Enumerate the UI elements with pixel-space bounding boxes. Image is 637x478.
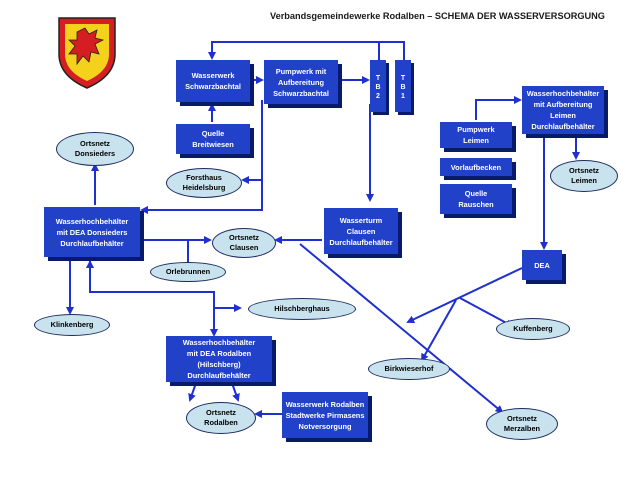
box-hb-leimen: Wasserhochbehälter mit Aufbereitung Leim… xyxy=(522,86,604,134)
box-label: Durchlaufbehälter xyxy=(60,238,124,248)
box-label: Pumpwerk mit xyxy=(275,66,327,76)
page-title: Verbandsgemeindewerke Rodalben – SCHEMA … xyxy=(270,11,605,21)
box-label: Rauschen xyxy=(458,200,494,209)
box-pumpwerk-leimen: Pumpwerk Leimen xyxy=(440,122,512,148)
oval-label: Ortsnetz xyxy=(507,414,537,423)
box-wasserwerk-schwarzbachtal: Wasserwerk Schwarzbachtal xyxy=(176,60,250,102)
box-label: Wasserwerk xyxy=(191,71,235,80)
oval-label: Ortsnetz xyxy=(206,408,236,417)
box-wasserturm-clausen: Wasserturm Clausen Durchlaufbehälter xyxy=(324,208,398,254)
oval-label: Heidelsburg xyxy=(182,183,226,192)
box-label: Leimen xyxy=(550,111,576,120)
oval-label: Kuffenberg xyxy=(513,324,553,333)
oval-label: Merzalben xyxy=(503,424,541,433)
box-hb-rodalben: Wasserhochbehälter mit DEA Rodalben (Hil… xyxy=(166,336,272,382)
oval-ortsnetz-rodalben: Ortsnetz Rodalben xyxy=(186,402,256,434)
box-vorlaufbecken: Vorlaufbecken xyxy=(440,158,512,176)
oval-label: Orlebrunnen xyxy=(165,267,211,276)
tb-label: T B 2 xyxy=(375,75,381,100)
box-label: Vorlaufbecken xyxy=(450,162,502,172)
tb-label: T B 1 xyxy=(400,75,406,100)
box-label: Quelle xyxy=(464,189,488,198)
box-label: mit Aufbereitung xyxy=(533,100,593,109)
box-label: Quelle xyxy=(201,129,225,138)
oval-ortsnetz-donsieders: Ortsnetz Donsieders xyxy=(56,132,134,166)
oval-kuffenberg: Kuffenberg xyxy=(496,318,570,340)
box-label: Wasserturm xyxy=(339,215,383,225)
box-quelle-breitwiesen: Quelle Breitwiesen xyxy=(176,124,250,154)
oval-label: Birkwieserhof xyxy=(384,364,434,373)
oval-orlebrunnen: Orlebrunnen xyxy=(150,262,226,282)
oval-label: Ortsnetz xyxy=(229,233,259,242)
oval-forsthaus-heidelsburg: Forsthaus Heidelsburg xyxy=(166,168,242,198)
oval-label: Ortsnetz xyxy=(80,139,110,148)
box-label: Stadtwerke Pirmasens xyxy=(285,410,365,420)
box-label: Breitwiesen xyxy=(192,140,234,149)
oval-label: Clausen xyxy=(229,243,259,252)
oval-hilschberghaus: Hilschberghaus xyxy=(248,298,356,320)
box-label: Pumpwerk xyxy=(457,125,495,134)
box-wasserwerk-rodalben: Wasserwerk Rodalben Stadtwerke Pirmasens… xyxy=(282,392,368,438)
oval-label: Hilschberghaus xyxy=(274,304,330,313)
box-label: Notversorgung xyxy=(298,421,352,431)
box-tb1: T B 1 xyxy=(395,60,411,112)
oval-ortsnetz-merzalben: Ortsnetz Merzalben xyxy=(486,408,558,440)
oval-label: Forsthaus xyxy=(186,173,222,182)
box-label: Wasserhochbehälter xyxy=(526,89,600,98)
box-quelle-rauschen: Quelle Rauschen xyxy=(440,184,512,214)
box-label: Durchlaufbehälter xyxy=(187,371,251,380)
box-label: Wasserhochbehälter xyxy=(55,216,129,226)
box-dea: DEA xyxy=(522,250,562,280)
box-pumpwerk-schwarzbachtal: Pumpwerk mit Aufbereitung Schwarzbachtal xyxy=(264,60,338,104)
coat-of-arms-icon xyxy=(58,17,116,89)
oval-klinkenberg: Klinkenberg xyxy=(34,314,110,336)
oval-label: Klinkenberg xyxy=(50,320,94,329)
box-hb-donsieders: Wasserhochbehälter mit DEA Donsieders Du… xyxy=(44,207,140,257)
oval-label: Rodalben xyxy=(204,418,238,427)
box-label: Aufbereitung xyxy=(278,77,324,87)
box-label: mit DEA Donsieders xyxy=(56,227,128,237)
box-label: DEA xyxy=(534,260,550,270)
box-label: Clausen xyxy=(346,226,376,236)
box-label: Wasserhochbehälter xyxy=(182,338,256,347)
oval-ortsnetz-leimen: Ortsnetz Leimen xyxy=(550,160,618,192)
oval-label: Ortsnetz xyxy=(569,166,599,175)
box-label: Schwarzbachtal xyxy=(185,82,241,91)
box-label: Durchlaufbehälter xyxy=(329,237,393,247)
oval-ortsnetz-clausen: Ortsnetz Clausen xyxy=(212,228,276,258)
box-label: mit DEA Rodalben xyxy=(186,349,252,358)
oval-birkwieserhof: Birkwieserhof xyxy=(368,358,450,380)
box-label: Durchlaufbehälter xyxy=(531,122,595,131)
box-tb2: T B 2 xyxy=(370,60,386,112)
box-label: (Hilschberg) xyxy=(197,360,241,369)
oval-label: Donsieders xyxy=(74,149,116,158)
box-label: Schwarzbachtal xyxy=(273,88,329,98)
box-label: Leimen xyxy=(463,136,489,145)
box-label: Wasserwerk Rodalben xyxy=(285,399,365,409)
oval-label: Leimen xyxy=(571,176,597,185)
